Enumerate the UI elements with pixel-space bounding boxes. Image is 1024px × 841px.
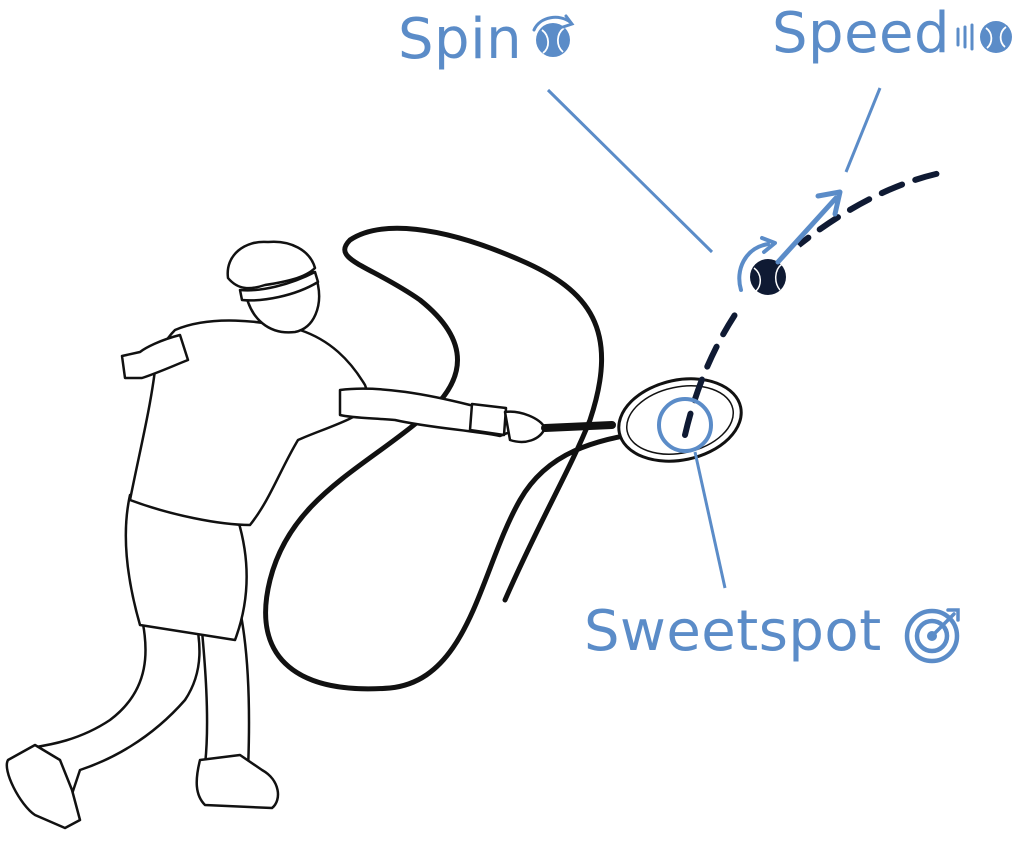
speed-label: Speed xyxy=(772,1,951,66)
spin-arrow xyxy=(737,242,770,292)
tennis-player xyxy=(5,240,547,830)
sweetspot-label: Sweetspot xyxy=(584,599,882,664)
speed-leader xyxy=(844,87,882,173)
speed-arrow xyxy=(775,195,839,265)
tennis-racket xyxy=(541,377,743,463)
tennis-ball-spin-icon xyxy=(532,14,575,57)
tennis-ball-speed-icon xyxy=(956,21,1012,53)
spin-leader xyxy=(546,88,714,254)
sweetspot-ring xyxy=(657,397,713,453)
target-icon xyxy=(904,608,960,664)
sweetspot-leader xyxy=(693,451,727,589)
swing-path xyxy=(263,225,693,692)
spin-label: Spin xyxy=(398,7,523,72)
